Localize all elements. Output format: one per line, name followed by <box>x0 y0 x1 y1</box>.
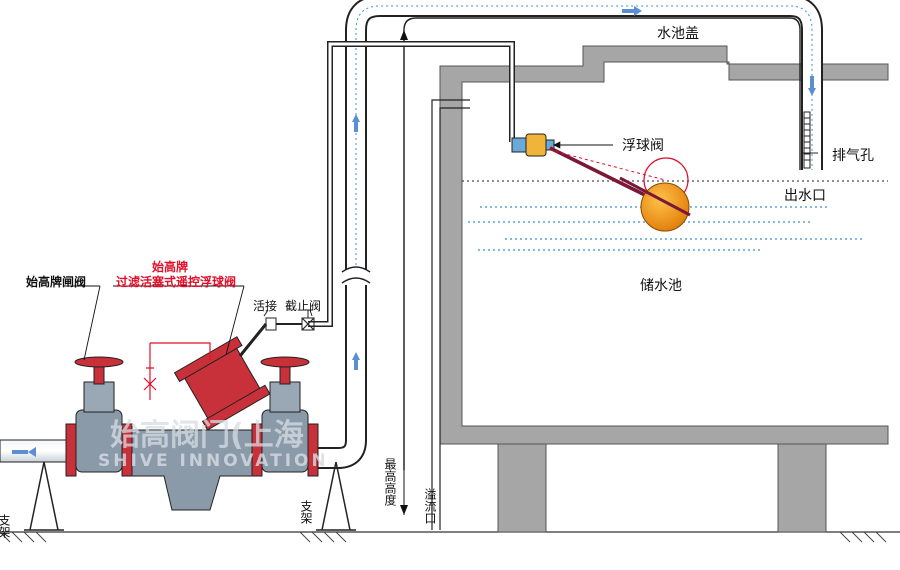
flow-arrow-icon <box>634 6 642 16</box>
float-ball <box>640 182 690 232</box>
water-tank <box>439 45 889 533</box>
tank-leg-left <box>497 443 547 533</box>
tank-leg-right <box>777 443 827 533</box>
overflow-pipe <box>431 99 470 530</box>
support-left <box>24 461 64 531</box>
label-overflow: 溢流口 <box>423 488 437 524</box>
label-tank-cover: 水池盖 <box>657 26 699 42</box>
label-product: 过滤活塞式遥控浮球阀 <box>116 274 236 289</box>
label-outlet: 出水口 <box>784 188 826 204</box>
vent-pipe <box>403 17 811 470</box>
flow-arrow-icon <box>352 114 360 122</box>
watermark-en: SHIVE INNOVATION <box>98 451 329 471</box>
label-max-height: 最高高度 <box>383 458 397 506</box>
gate-valve-right <box>251 356 319 477</box>
ground <box>0 531 900 543</box>
watermark-cn: 始高阀门(上海 <box>110 418 304 453</box>
flow-arrow-icon <box>28 447 36 457</box>
flow-arrow-icon <box>352 352 360 360</box>
float-pilot-valve <box>511 133 691 232</box>
flow-arrow-icon <box>808 88 816 96</box>
label-gate-valve: 始高牌闸阀 <box>26 274 86 289</box>
remote-float-valve <box>131 336 271 511</box>
control-tube <box>308 41 515 327</box>
label-vent-hole: 排气孔 <box>832 148 874 164</box>
max-height-marker <box>400 30 408 515</box>
stop-valve <box>276 309 315 331</box>
label-stop-valve: 截止阀 <box>285 299 321 313</box>
label-reservoir: 储水池 <box>640 278 682 294</box>
union-fitting <box>238 317 277 357</box>
gate-valve-left <box>65 356 133 477</box>
support-right <box>316 461 356 531</box>
label-support-right: 支架 <box>299 500 313 524</box>
label-support-left: 支架 <box>0 514 11 538</box>
label-float-valve: 浮球阀 <box>622 138 664 154</box>
label-brand: 始高牌 <box>152 259 188 274</box>
inlet-pipe <box>300 0 823 469</box>
label-union: 活接 <box>253 298 277 313</box>
tank-cover <box>439 45 889 445</box>
